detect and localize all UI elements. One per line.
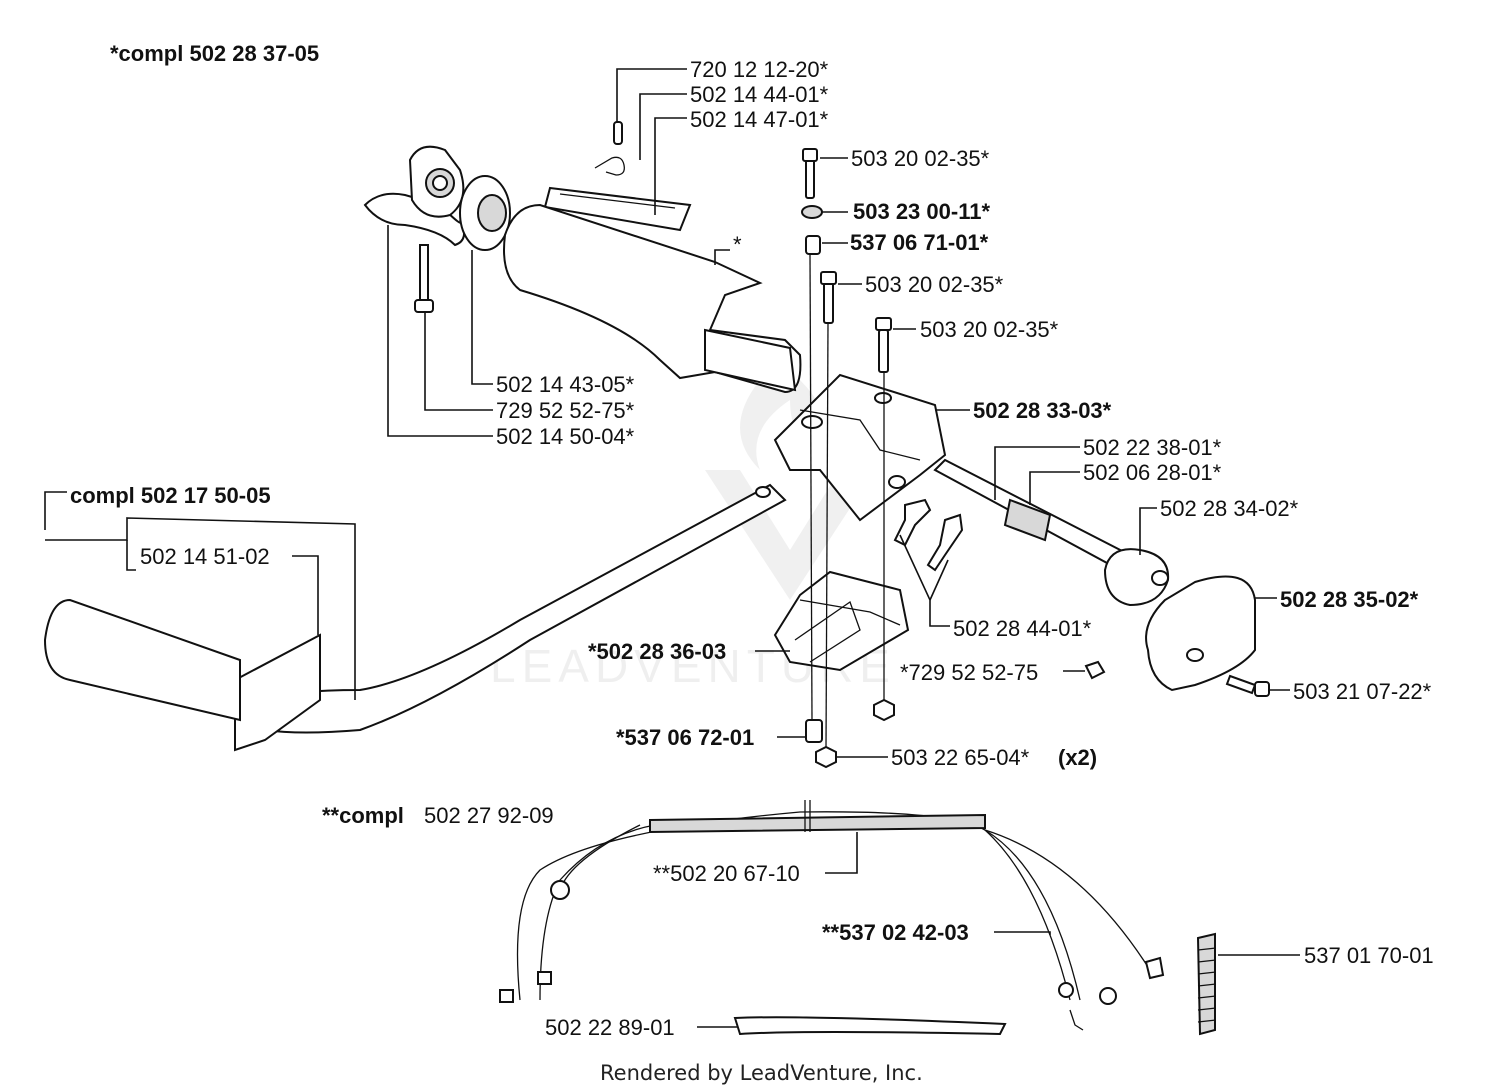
part-label: 502 27 92-09	[424, 803, 554, 828]
screw-left	[419, 244, 429, 301]
cable-strap	[733, 1016, 1007, 1036]
screw-small	[1084, 660, 1106, 680]
loop-handle-bar	[264, 483, 787, 734]
part-label: **537 02 42-03	[822, 920, 969, 945]
part-label: (x2)	[1058, 745, 1097, 770]
part-label: *729 52 52-75	[900, 660, 1038, 685]
wiring-harness	[516, 811, 1081, 1001]
clamp-lower	[773, 570, 910, 672]
assembly-title: *compl 502 28 37-05	[110, 41, 319, 66]
part-label: 502 14 44-01*	[690, 82, 829, 107]
screw-right	[878, 329, 889, 373]
part-label: *502 28 36-03	[588, 639, 726, 664]
part-label: 502 22 89-01	[545, 1015, 675, 1040]
part-label: **502 20 67-10	[653, 861, 800, 886]
watermark-logo-icon	[705, 380, 875, 600]
handle-guard	[234, 633, 321, 752]
washer	[801, 205, 823, 219]
pin-part	[613, 121, 623, 145]
cover	[1145, 575, 1256, 692]
pin-a	[893, 498, 932, 547]
part-label: compl 502 17 50-05	[70, 483, 271, 508]
part-label: 502 28 35-02*	[1280, 587, 1419, 612]
spring-coil	[1003, 498, 1052, 542]
spring-part	[594, 156, 625, 176]
parts-drawings	[43, 121, 1270, 1036]
part-label: 502 28 44-01*	[953, 616, 1092, 641]
part-label: 502 28 33-03*	[973, 398, 1112, 423]
nut-bottom-left	[815, 745, 837, 769]
handle-grip-left	[43, 598, 241, 722]
compl-prefix: **compl	[322, 803, 404, 828]
part-label: 502 22 38-01*	[1083, 435, 1222, 460]
leader-lines	[44, 68, 1300, 1028]
part-label: 503 23 00-11*	[853, 199, 990, 224]
part-label: 502 14 50-04*	[496, 424, 635, 449]
lockout-bar	[543, 186, 692, 232]
screw-bottom	[805, 719, 823, 743]
part-label: 503 20 02-35*	[865, 272, 1004, 297]
screw-mid	[823, 282, 834, 324]
part-label: 503 20 02-35*	[920, 317, 1059, 342]
part-label: *537 06 72-01	[616, 725, 754, 750]
part-label: 502 14 47-01*	[690, 107, 829, 132]
screw-cover	[1225, 674, 1257, 695]
part-label: 503 20 02-35*	[851, 146, 990, 171]
part-label: 502 14 43-05*	[496, 372, 635, 397]
part-label: 537 06 71-01*	[850, 230, 989, 255]
part-label: 503 22 65-04*	[891, 745, 1030, 770]
nut-bottom	[873, 698, 895, 722]
part-label: 502 06 28-01*	[1083, 460, 1222, 485]
pin-b	[926, 513, 964, 572]
part-labels: *compl 502 28 37-05 720 12 12-20* 502 14…	[70, 41, 1434, 1040]
part-label: 537 01 70-01	[1304, 943, 1434, 968]
part-label: 502 14 51-02	[140, 544, 270, 569]
part-label: 502 28 34-02*	[1160, 496, 1299, 521]
part-label: 720 12 12-20*	[690, 57, 829, 82]
screw-top	[805, 159, 815, 199]
footer-credit: Rendered by LeadVenture, Inc.	[600, 1061, 923, 1085]
part-label: 503 21 07-22*	[1293, 679, 1432, 704]
part-label: *	[733, 232, 742, 257]
spacer	[805, 235, 821, 255]
part-label: 729 52 52-75*	[496, 398, 635, 423]
